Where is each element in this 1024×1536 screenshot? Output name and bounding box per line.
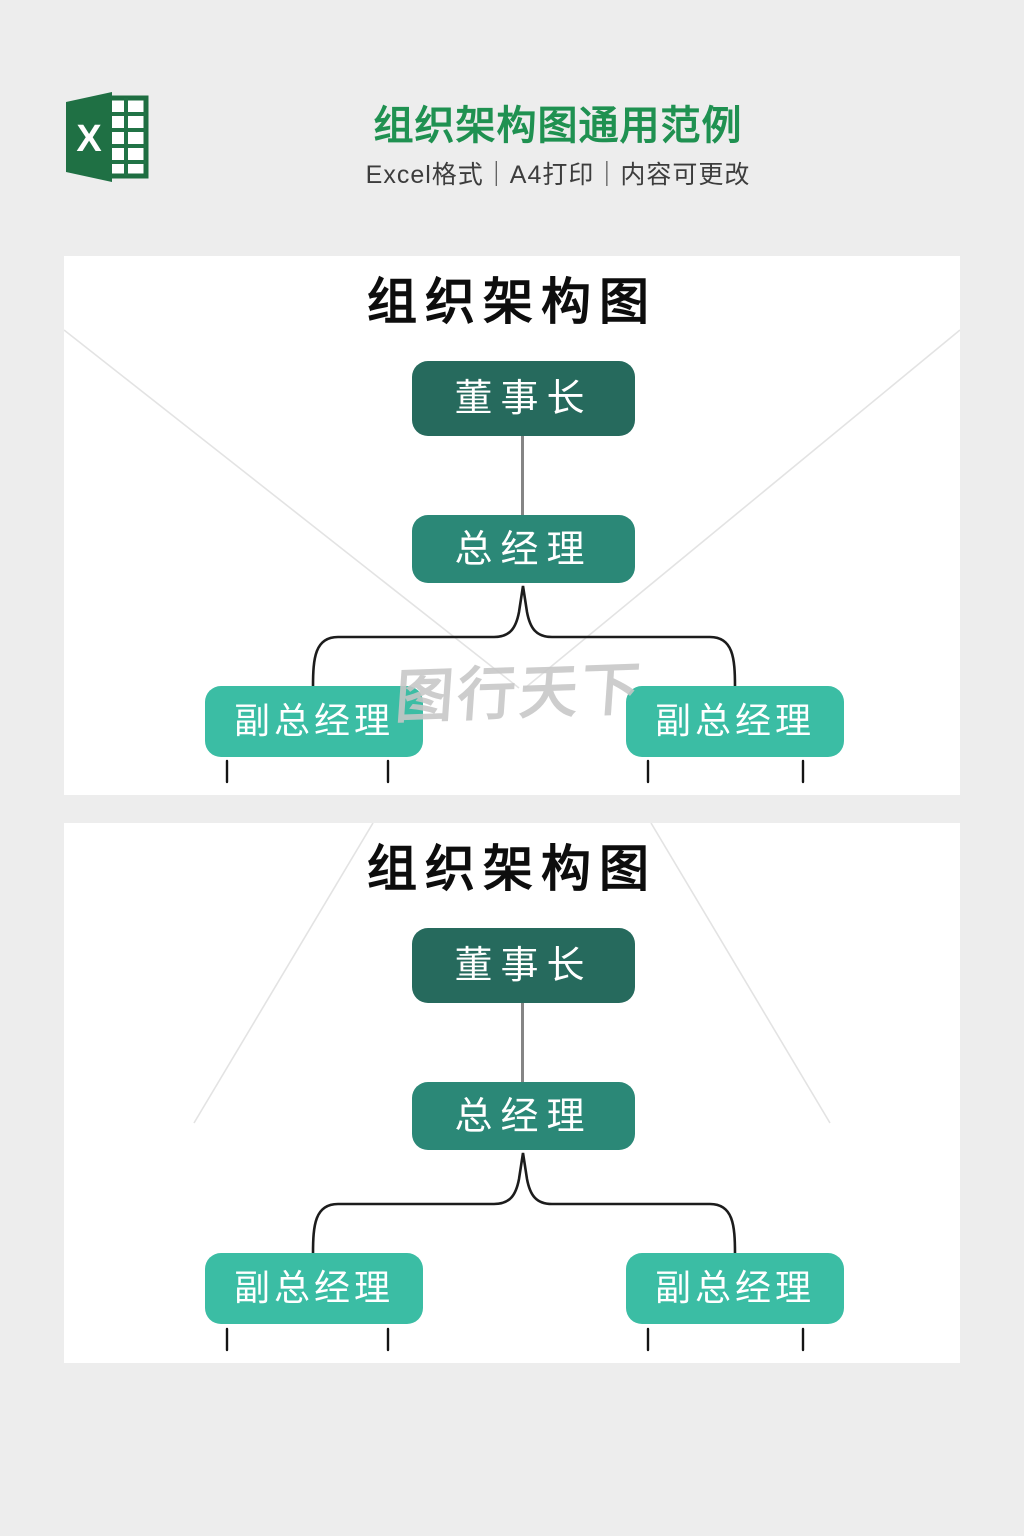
org-node-general-manager: 总经理: [412, 515, 635, 583]
page-title: 组织架构图通用范例: [373, 104, 743, 148]
connector-chairman-gm: [521, 1003, 524, 1082]
excel-icon-letter: X: [76, 118, 102, 160]
next-level-stubs: [225, 1327, 805, 1352]
org-node-deputy-left: 副总经理: [205, 686, 423, 757]
brace-connector: [311, 585, 737, 689]
org-chart-panel-2: 组织架构图 董事长 总经理 副总经理 副总经理: [64, 823, 960, 1363]
excel-icon: X: [66, 92, 149, 182]
org-node-chairman: 董事长: [412, 928, 635, 1003]
org-chart-panel-1: 组织架构图 董事长 总经理 副总经理 副总经理 图行天下: [64, 256, 960, 795]
page-subtitle: Excel格式｜A4打印｜内容可更改: [365, 161, 751, 189]
connector-chairman-gm: [521, 436, 524, 515]
watermark-diagonal-lines: [64, 329, 960, 689]
org-node-general-manager: 总经理: [412, 1082, 635, 1150]
next-level-stubs: [225, 759, 805, 784]
excel-front-pane: [66, 92, 112, 182]
org-node-chairman: 董事长: [412, 361, 635, 436]
org-chart-title: 组织架构图: [367, 839, 657, 898]
excel-grid-lines: [106, 98, 146, 176]
connector-layer: [193, 823, 831, 1352]
org-node-deputy-right: 副总经理: [626, 1253, 844, 1324]
org-chart-title: 组织架构图: [367, 272, 657, 331]
org-node-deputy-right: 副总经理: [626, 686, 844, 757]
org-node-deputy-left: 副总经理: [205, 1253, 423, 1324]
brace-connector: [311, 1152, 737, 1256]
connector-layer: [64, 329, 960, 784]
watermark-diagonal-lines: [193, 823, 831, 1124]
header: X 组织架构图通用范例 Excel格式｜A4打印｜内容可更改: [0, 0, 1024, 230]
